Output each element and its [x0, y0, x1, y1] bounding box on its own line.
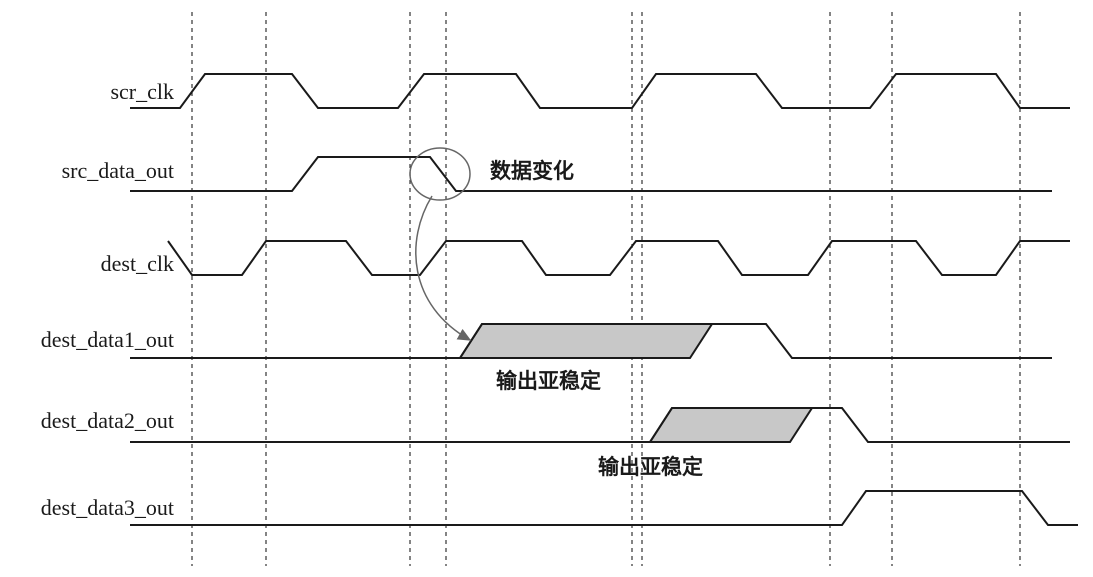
signal-label-dest-data2-out: dest_data2_out [41, 408, 174, 433]
data-change-circle [409, 147, 471, 201]
guide-lines [191, 12, 1021, 566]
data-change-arrow [415, 195, 472, 341]
annotation-metastable-1: 输出亚稳定 [496, 369, 601, 393]
waveform-scr-clk [130, 73, 1070, 109]
waveform-src-data-out [130, 156, 1052, 192]
signal-label-scr-clk: scr_clk [110, 79, 174, 104]
annotation-metastable-2: 输出亚稳定 [598, 455, 703, 479]
metastable-region-1 [458, 323, 714, 359]
signal-label-dest-data3-out: dest_data3_out [41, 495, 174, 520]
signal-label-dest-data1-out: dest_data1_out [41, 327, 174, 352]
waveform-dest-data1-out [130, 323, 1052, 359]
waveform-dest-clk [167, 240, 1070, 276]
annotation-data-change: 数据变化 [490, 159, 574, 183]
waveform-dest-data3-out [130, 490, 1078, 526]
metastable-region-2 [648, 407, 814, 443]
waveform-dest-data2-out [130, 407, 1070, 443]
signal-label-dest-clk: dest_clk [101, 251, 174, 276]
signal-label-src-data-out: src_data_out [62, 158, 174, 183]
